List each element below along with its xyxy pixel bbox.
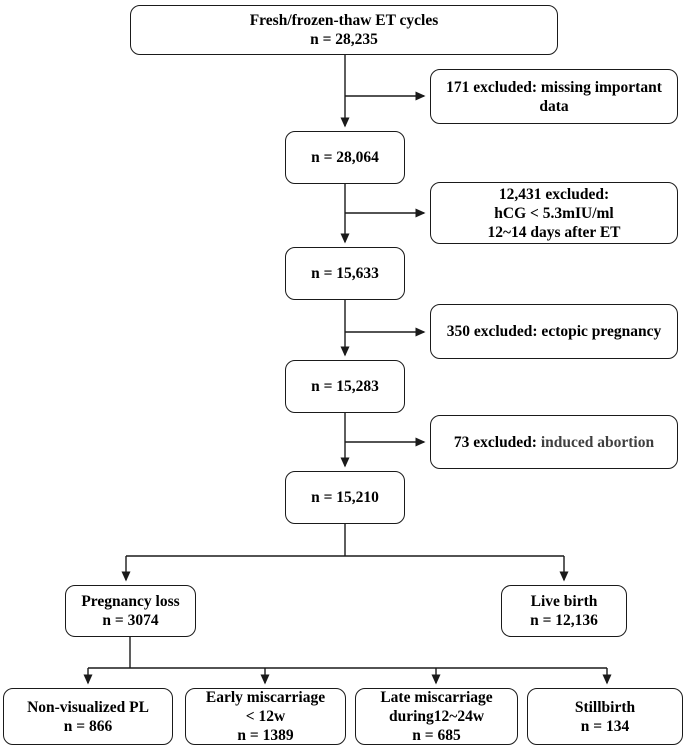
box-after-missing-data: n = 28,064: [285, 131, 405, 184]
box-excluded-missing-data: 171 excluded: missing important data: [430, 69, 678, 124]
excluded-missing-data-line2: data: [539, 97, 569, 115]
excluded-low-hcg-line1: 12,431 excluded:: [498, 185, 610, 203]
box-live-birth: Live birth n = 12,136: [501, 585, 627, 637]
stillbirth-count: n = 134: [580, 717, 630, 735]
box-excluded-low-hcg: 12,431 excluded: hCG < 5.3mIU/ml 12~14 d…: [430, 182, 678, 244]
excluded-ectopic-pregnancy-text: 350 excluded: ectopic pregnancy: [446, 323, 662, 340]
box-excluded-ectopic-pregnancy: 350 excluded: ectopic pregnancy: [430, 304, 678, 359]
box-total-cycles: Fresh/frozen-thaw ET cycles n = 28,235: [130, 5, 558, 55]
after-missing-data-count: n = 28,064: [311, 149, 379, 166]
early-miscarriage-range: < 12w: [245, 708, 286, 725]
excluded-low-hcg-line2: hCG < 5.3mIU/ml: [494, 204, 614, 222]
excluded-induced-abortion-text: 73 excluded: induced abortion: [454, 433, 654, 452]
box-after-ectopic: n = 15,283: [285, 360, 405, 413]
late-miscarriage-count: n = 685: [412, 727, 461, 744]
total-cycles-count: n = 28,235: [310, 31, 378, 48]
non-visualized-pl-count: n = 866: [63, 717, 113, 735]
live-birth-count: n = 12,136: [530, 612, 598, 629]
box-early-miscarriage: Early miscarriage < 12w n = 1389: [185, 688, 346, 745]
stillbirth-title: Stillbirth: [574, 698, 636, 716]
box-non-visualized-pl: Non-visualized PL n = 866: [3, 688, 173, 745]
box-excluded-induced-abortion: 73 excluded: induced abortion: [430, 415, 678, 469]
box-after-induced-abortion: n = 15,210: [285, 471, 405, 524]
excluded-induced-abortion-highlight: induced abortion: [540, 433, 655, 451]
live-birth-title: Live birth: [530, 593, 598, 610]
late-miscarriage-range: during12~24w: [388, 708, 485, 725]
early-miscarriage-count: n = 1389: [237, 727, 294, 744]
total-cycles-title: Fresh/frozen-thaw ET cycles: [249, 12, 439, 29]
after-hcg-filter-count: n = 15,633: [311, 265, 379, 282]
box-after-hcg-filter: n = 15,633: [285, 247, 405, 300]
box-late-miscarriage: Late miscarriage during12~24w n = 685: [355, 688, 518, 745]
pregnancy-loss-title: Pregnancy loss: [81, 593, 180, 610]
box-pregnancy-loss: Pregnancy loss n = 3074: [65, 585, 196, 637]
early-miscarriage-title: Early miscarriage: [205, 689, 326, 706]
late-miscarriage-title: Late miscarriage: [380, 689, 493, 706]
after-induced-abortion-count: n = 15,210: [311, 489, 379, 506]
after-ectopic-count: n = 15,283: [311, 378, 379, 395]
excluded-induced-abortion-prefix: 73 excluded:: [453, 433, 541, 451]
pregnancy-loss-count: n = 3074: [102, 612, 159, 629]
excluded-low-hcg-line3: 12~14 days after ET: [487, 223, 621, 241]
non-visualized-pl-title: Non-visualized PL: [27, 698, 149, 716]
box-stillbirth: Stillbirth n = 134: [527, 688, 683, 745]
excluded-missing-data-line1: 171 excluded: missing important: [446, 78, 662, 96]
